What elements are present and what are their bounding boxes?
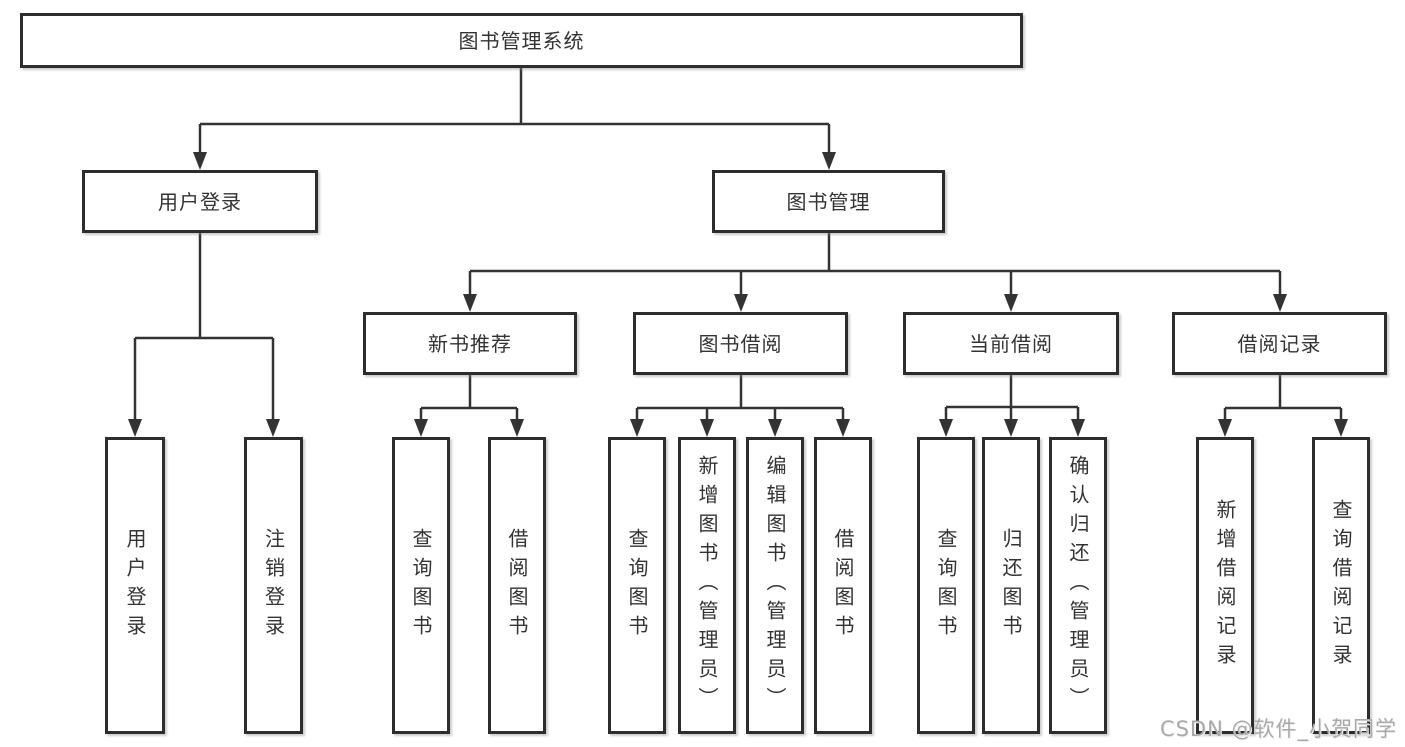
node-leaf-add-book-admin: 新增图书（管理员） bbox=[678, 437, 736, 734]
node-leaf-logout: 注销登录 bbox=[244, 437, 303, 734]
node-book-borrow: 图书借阅 bbox=[633, 312, 848, 375]
node-leaf-borrow-book-1: 借阅图书 bbox=[488, 437, 546, 734]
node-label: 图书管理 bbox=[786, 189, 871, 214]
node-label: 借阅图书 bbox=[505, 527, 529, 644]
node-label: 归还图书 bbox=[999, 527, 1023, 644]
node-leaf-edit-book-admin: 编辑图书（管理员） bbox=[746, 437, 804, 734]
node-root-system: 图书管理系统 bbox=[20, 13, 1023, 68]
node-leaf-user-login: 用户登录 bbox=[105, 437, 165, 734]
node-label: 用户登录 bbox=[158, 189, 242, 214]
node-label: 借阅记录 bbox=[1237, 331, 1322, 356]
node-label: 当前借阅 bbox=[969, 331, 1053, 356]
node-leaf-return-book: 归还图书 bbox=[982, 437, 1040, 734]
node-leaf-query-book-2: 查询图书 bbox=[608, 437, 666, 734]
node-leaf-confirm-return-admin: 确认归还（管理员） bbox=[1049, 437, 1107, 734]
node-user-login: 用户登录 bbox=[82, 170, 318, 233]
node-label: 注销登录 bbox=[261, 527, 286, 644]
node-label: 新书推荐 bbox=[428, 331, 512, 356]
node-label: 图书借阅 bbox=[698, 331, 783, 356]
node-label: 新增图书（管理员） bbox=[695, 455, 719, 716]
node-label: 查询图书 bbox=[409, 527, 433, 644]
node-leaf-query-book-1: 查询图书 bbox=[392, 437, 450, 734]
node-leaf-query-book-3: 查询图书 bbox=[917, 437, 975, 734]
node-current-borrow: 当前借阅 bbox=[903, 312, 1119, 375]
csdn-watermark: CSDN @软件_小贺同学 bbox=[1159, 717, 1397, 741]
node-label: 确认归还（管理员） bbox=[1066, 455, 1090, 716]
node-leaf-add-borrow-record: 新增借阅记录 bbox=[1196, 437, 1254, 734]
node-label: 编辑图书（管理员） bbox=[763, 455, 787, 716]
node-new-book-recommend: 新书推荐 bbox=[363, 312, 577, 375]
node-leaf-borrow-book-2: 借阅图书 bbox=[814, 437, 872, 734]
node-label: 查询图书 bbox=[934, 527, 958, 644]
node-label: 查询借阅记录 bbox=[1329, 498, 1353, 673]
node-label: 查询图书 bbox=[625, 527, 649, 644]
node-leaf-query-borrow-record: 查询借阅记录 bbox=[1312, 437, 1370, 734]
node-book-management: 图书管理 bbox=[712, 170, 945, 233]
node-label: 新增借阅记录 bbox=[1213, 498, 1237, 673]
node-borrow-records: 借阅记录 bbox=[1172, 312, 1387, 375]
node-label: 借阅图书 bbox=[831, 527, 855, 644]
node-label: 图书管理系统 bbox=[458, 28, 585, 53]
node-label: 用户登录 bbox=[123, 527, 147, 644]
